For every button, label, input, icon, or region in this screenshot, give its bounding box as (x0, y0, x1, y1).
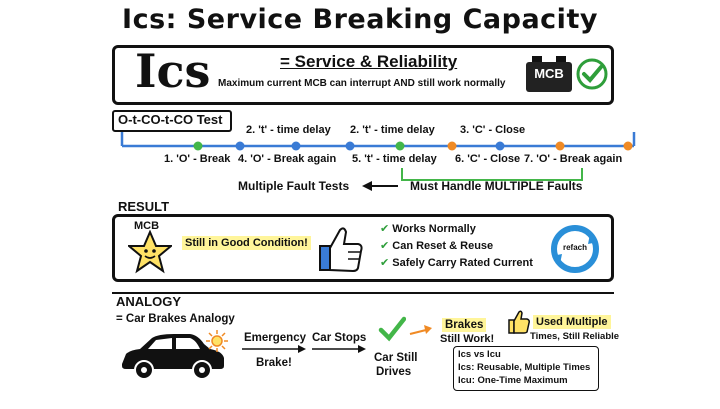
brakes-text: Brakes (442, 318, 487, 332)
bottom-step-3: 5. 't' - time delay (352, 153, 437, 165)
good-condition-status: Still in Good Condition! (182, 236, 311, 250)
thumbs-up-icon (318, 224, 364, 279)
timeline-node (395, 141, 405, 151)
check-item-2: ✔ Can Reset & Reuse (380, 239, 533, 256)
compare-list: Ics vs Icu Ics: Reusable, Multiple Times… (458, 348, 590, 387)
definition-box (112, 45, 614, 105)
timeline-node (623, 141, 633, 151)
timeline-node (447, 141, 457, 151)
still-work-text: Still Work! (440, 333, 495, 345)
bottom-step-2: 4. 'O' - Break again (238, 153, 337, 165)
check-mark-icon: ✔ (380, 257, 390, 269)
small-thumbs-up-icon (508, 309, 530, 340)
compare-line-2: Ics: Reusable, Multiple Times (458, 362, 591, 373)
headlight-icon (206, 330, 228, 357)
timeline-node (495, 141, 505, 151)
test-timeline (0, 0, 720, 200)
check-mark-icon: ✔ (380, 223, 390, 235)
bottom-step-1: 1. 'O' - Break (164, 153, 231, 165)
definition-subtitle: Maximum current MCB can interrupt AND st… (218, 78, 506, 89)
car-still-text: Car Still (374, 352, 418, 364)
check-mark-icon: ✔ (380, 240, 390, 252)
must-handle-faults: Must Handle MULTIPLE Faults (410, 179, 583, 193)
timeline-node (235, 141, 245, 151)
compare-box (453, 346, 599, 391)
emergency-text: Emergency (244, 332, 307, 344)
service-reliability-text: = Service & Reliability (280, 52, 458, 71)
drives-text: Drives (376, 366, 412, 378)
check-item-1: ✔ Works Normally (380, 222, 533, 239)
timeline-node (291, 141, 301, 151)
check-list: ✔ Works Normally ✔ Can Reset & Reuse ✔ S… (380, 222, 533, 273)
test-name-box (112, 110, 232, 132)
car-icon (118, 328, 228, 385)
top-step-1: 2. 't' - time delay (246, 124, 331, 136)
timeline-node (555, 141, 565, 151)
bottom-step-5: 7. 'O' - Break again (524, 153, 623, 165)
car-brakes-analogy: = Car Brakes Analogy (116, 313, 235, 325)
section-divider (112, 292, 614, 294)
result-heading: RESULT (118, 199, 170, 214)
star-badge-icon (126, 229, 174, 279)
check-item-label: Safely Carry Rated Current (392, 257, 533, 269)
check-circle-icon (576, 58, 608, 95)
analogy-heading: ANALOGY (116, 294, 181, 309)
green-check-icon (378, 316, 407, 347)
compare-line-1: Ics vs Icu (458, 349, 501, 360)
mcb-icon (526, 56, 572, 92)
times-reliable-text: Times, Still Reliable (530, 331, 620, 342)
timeline-node (345, 141, 355, 151)
test-name: O-t-CO-t-CO Test (118, 112, 223, 127)
check-item-label: Works Normally (392, 223, 476, 235)
top-step-3: 3. 'C' - Close (460, 124, 526, 136)
ics-term: Ics (135, 44, 211, 98)
check-item-label: Can Reset & Reuse (392, 240, 494, 252)
multiple-fault-tests: Multiple Fault Tests (238, 179, 350, 193)
car-stops-text: Car Stops (312, 332, 367, 344)
bottom-step-4: 6. 'C' - Close (455, 153, 521, 165)
compare-line-3: Icu: One-Time Maximum (458, 375, 568, 386)
cycle-label: refach (562, 243, 587, 252)
timeline-node (193, 141, 203, 151)
top-step-2: 2. 't' - time delay (350, 124, 435, 136)
mcb-label: MCB (534, 66, 564, 81)
result-mcb-label: MCB (134, 220, 160, 232)
used-multiple-text: Used Multiple (533, 315, 611, 329)
result-box (112, 214, 614, 282)
check-item-3: ✔ Safely Carry Rated Current (380, 256, 533, 273)
cycle-arrows-icon (550, 224, 600, 279)
page-title: Ics: Service Breaking Capacity (122, 4, 598, 35)
brake-text: Brake! (256, 357, 292, 369)
